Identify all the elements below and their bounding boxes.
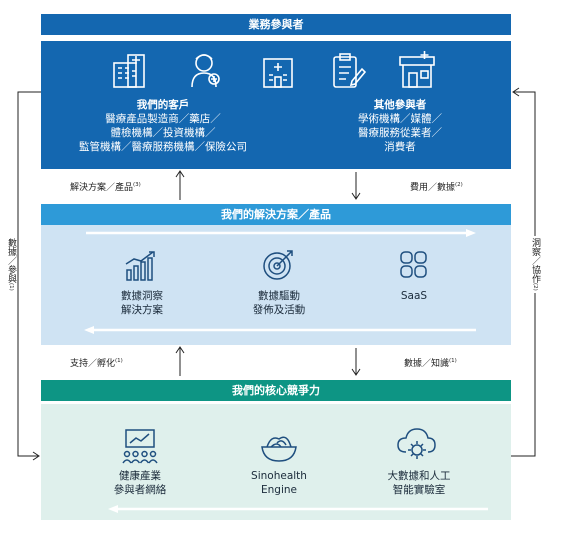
apps-grid-icon xyxy=(400,251,427,278)
solution-item-1: 數據洞察 解決方案 xyxy=(92,289,192,317)
side-text-left: 數據／參與 xyxy=(6,238,16,283)
healthy-bowl-icon xyxy=(261,436,297,462)
solution-3-line-1: SaaS xyxy=(400,290,428,302)
right-flow-arrow xyxy=(86,229,476,237)
solution-item-2: 數據驅動 發佈及活動 xyxy=(229,289,329,317)
side-label-left: 數據／參與 (1) xyxy=(5,236,17,293)
competency-2-line-1: Sinohealth xyxy=(251,470,307,482)
left-flow-arrow xyxy=(84,326,476,334)
customers-line-2: 體檢機構／投資機構／ xyxy=(110,127,216,139)
flow-label-solutions-products: 解決方案／產品(3) xyxy=(70,180,141,193)
solution-1-line-2: 解決方案 xyxy=(121,304,163,316)
growth-chart-icon xyxy=(125,251,155,281)
core-competency-box xyxy=(41,404,511,520)
others-line-1: 學術機構／媒體／ xyxy=(358,113,442,125)
bottom-title-bar: 我們的核心競爭力 xyxy=(41,380,511,401)
competency-1-line-1: 健康產業 xyxy=(119,470,161,482)
bottom-left-flow-arrow xyxy=(108,505,488,513)
flow-text-data-knowledge: 數據／知識 xyxy=(404,359,450,369)
bottom-title: 我們的核心競爭力 xyxy=(232,384,320,397)
customers-line-3: 監管機構／醫療服務機構／保險公司 xyxy=(79,141,247,153)
middle-title: 我們的解決方案／產品 xyxy=(221,208,331,221)
side-note-right: (2) xyxy=(532,283,538,291)
middle-title-bar: 我們的解決方案／產品 xyxy=(41,204,511,225)
top-title: 業務參與者 xyxy=(248,18,304,31)
top-title-bar: 業務參與者 xyxy=(41,14,511,35)
flow-note-3: (3) xyxy=(133,182,141,188)
competency-3-line-2: 智能實驗室 xyxy=(392,484,446,496)
flow-note-1a: (1) xyxy=(115,358,123,364)
flow-text-support-incubation: 支持／孵化 xyxy=(70,359,116,369)
side-label-right: 洞察／協作 (2) xyxy=(529,236,541,293)
customers-block: 我們的客戶 醫療產品製造商／藥店／ 體檢機構／投資機構／ 監管機構／醫療服務機構… xyxy=(58,98,268,154)
pharmacy-store-icon xyxy=(399,51,435,88)
competency-1-line-2: 參與者網絡 xyxy=(113,484,167,496)
solutions-box xyxy=(41,225,511,345)
hospital-icon xyxy=(113,54,145,88)
customers-line-1: 醫療產品製造商／藥店／ xyxy=(105,113,221,125)
competency-item-2: Sinohealth Engine xyxy=(229,469,329,497)
presentation-network-icon xyxy=(122,429,158,464)
solution-2-line-1: 數據驅動 xyxy=(258,290,300,302)
side-note-left: (1) xyxy=(8,283,14,291)
solution-2-line-2: 發佈及活動 xyxy=(252,304,306,316)
flow-note-2: (2) xyxy=(455,182,463,188)
competency-item-3: 大數據和人工 智能實驗室 xyxy=(364,469,474,497)
other-participants-block: 其他參與者 學術機構／媒體／ 醫療服務從業者／ 消費者 xyxy=(330,98,470,154)
clinic-building-icon xyxy=(263,58,293,88)
target-icon xyxy=(263,250,293,280)
flow-text-solutions-products: 解決方案／產品 xyxy=(70,183,134,193)
pharmacist-icon xyxy=(191,54,220,88)
others-line-2: 醫療服務從業者／ xyxy=(358,127,442,139)
others-line-3: 消費者 xyxy=(384,141,416,153)
flow-label-support-incubation: 支持／孵化(1) xyxy=(70,356,123,369)
clipboard-icon xyxy=(333,53,367,88)
cloud-gear-icon xyxy=(397,428,436,459)
flow-label-data-knowledge: 數據／知識(1) xyxy=(404,356,457,369)
solution-item-3: SaaS xyxy=(364,289,464,303)
customers-heading: 我們的客戶 xyxy=(136,99,190,111)
side-text-right: 洞察／協作 xyxy=(530,238,540,283)
competency-2-line-2: Engine xyxy=(261,484,297,496)
flow-text-fees-data: 費用／數據 xyxy=(410,183,456,193)
competency-item-1: 健康產業 參與者網絡 xyxy=(90,469,190,497)
flow-note-1b: (1) xyxy=(449,358,457,364)
solution-1-line-1: 數據洞察 xyxy=(121,290,163,302)
competency-3-line-1: 大數據和人工 xyxy=(387,470,451,482)
flow-label-fees-data: 費用／數據(2) xyxy=(410,180,463,193)
others-heading: 其他參與者 xyxy=(373,99,427,111)
